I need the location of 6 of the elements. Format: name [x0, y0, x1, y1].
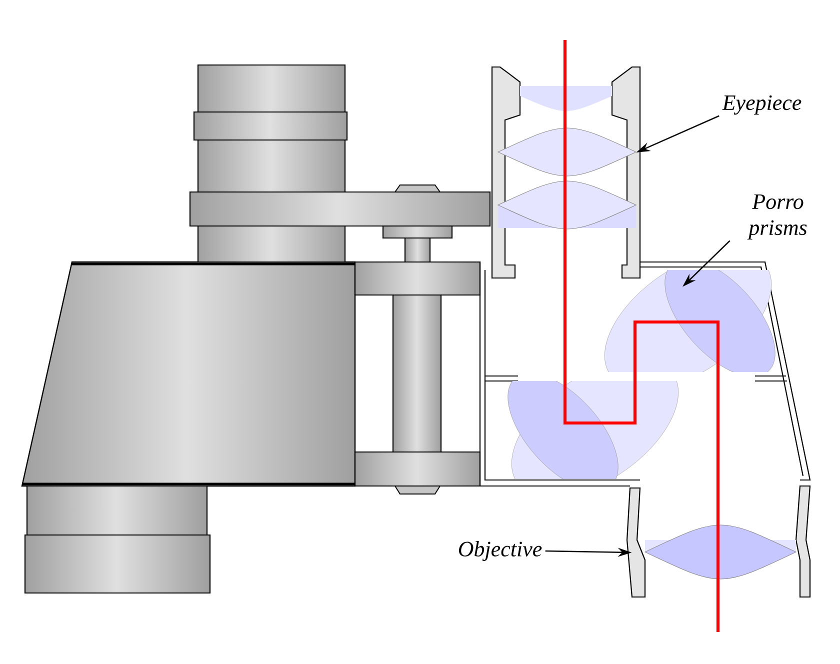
part-label: Objective [458, 541, 542, 561]
eyepiece-drawing [491, 66, 641, 279]
objective-drawing [626, 485, 811, 598]
part-label: Eyepiece [722, 95, 802, 115]
prisms-drawing [508, 270, 776, 479]
part-label: Porro prisms [747, 194, 807, 240]
